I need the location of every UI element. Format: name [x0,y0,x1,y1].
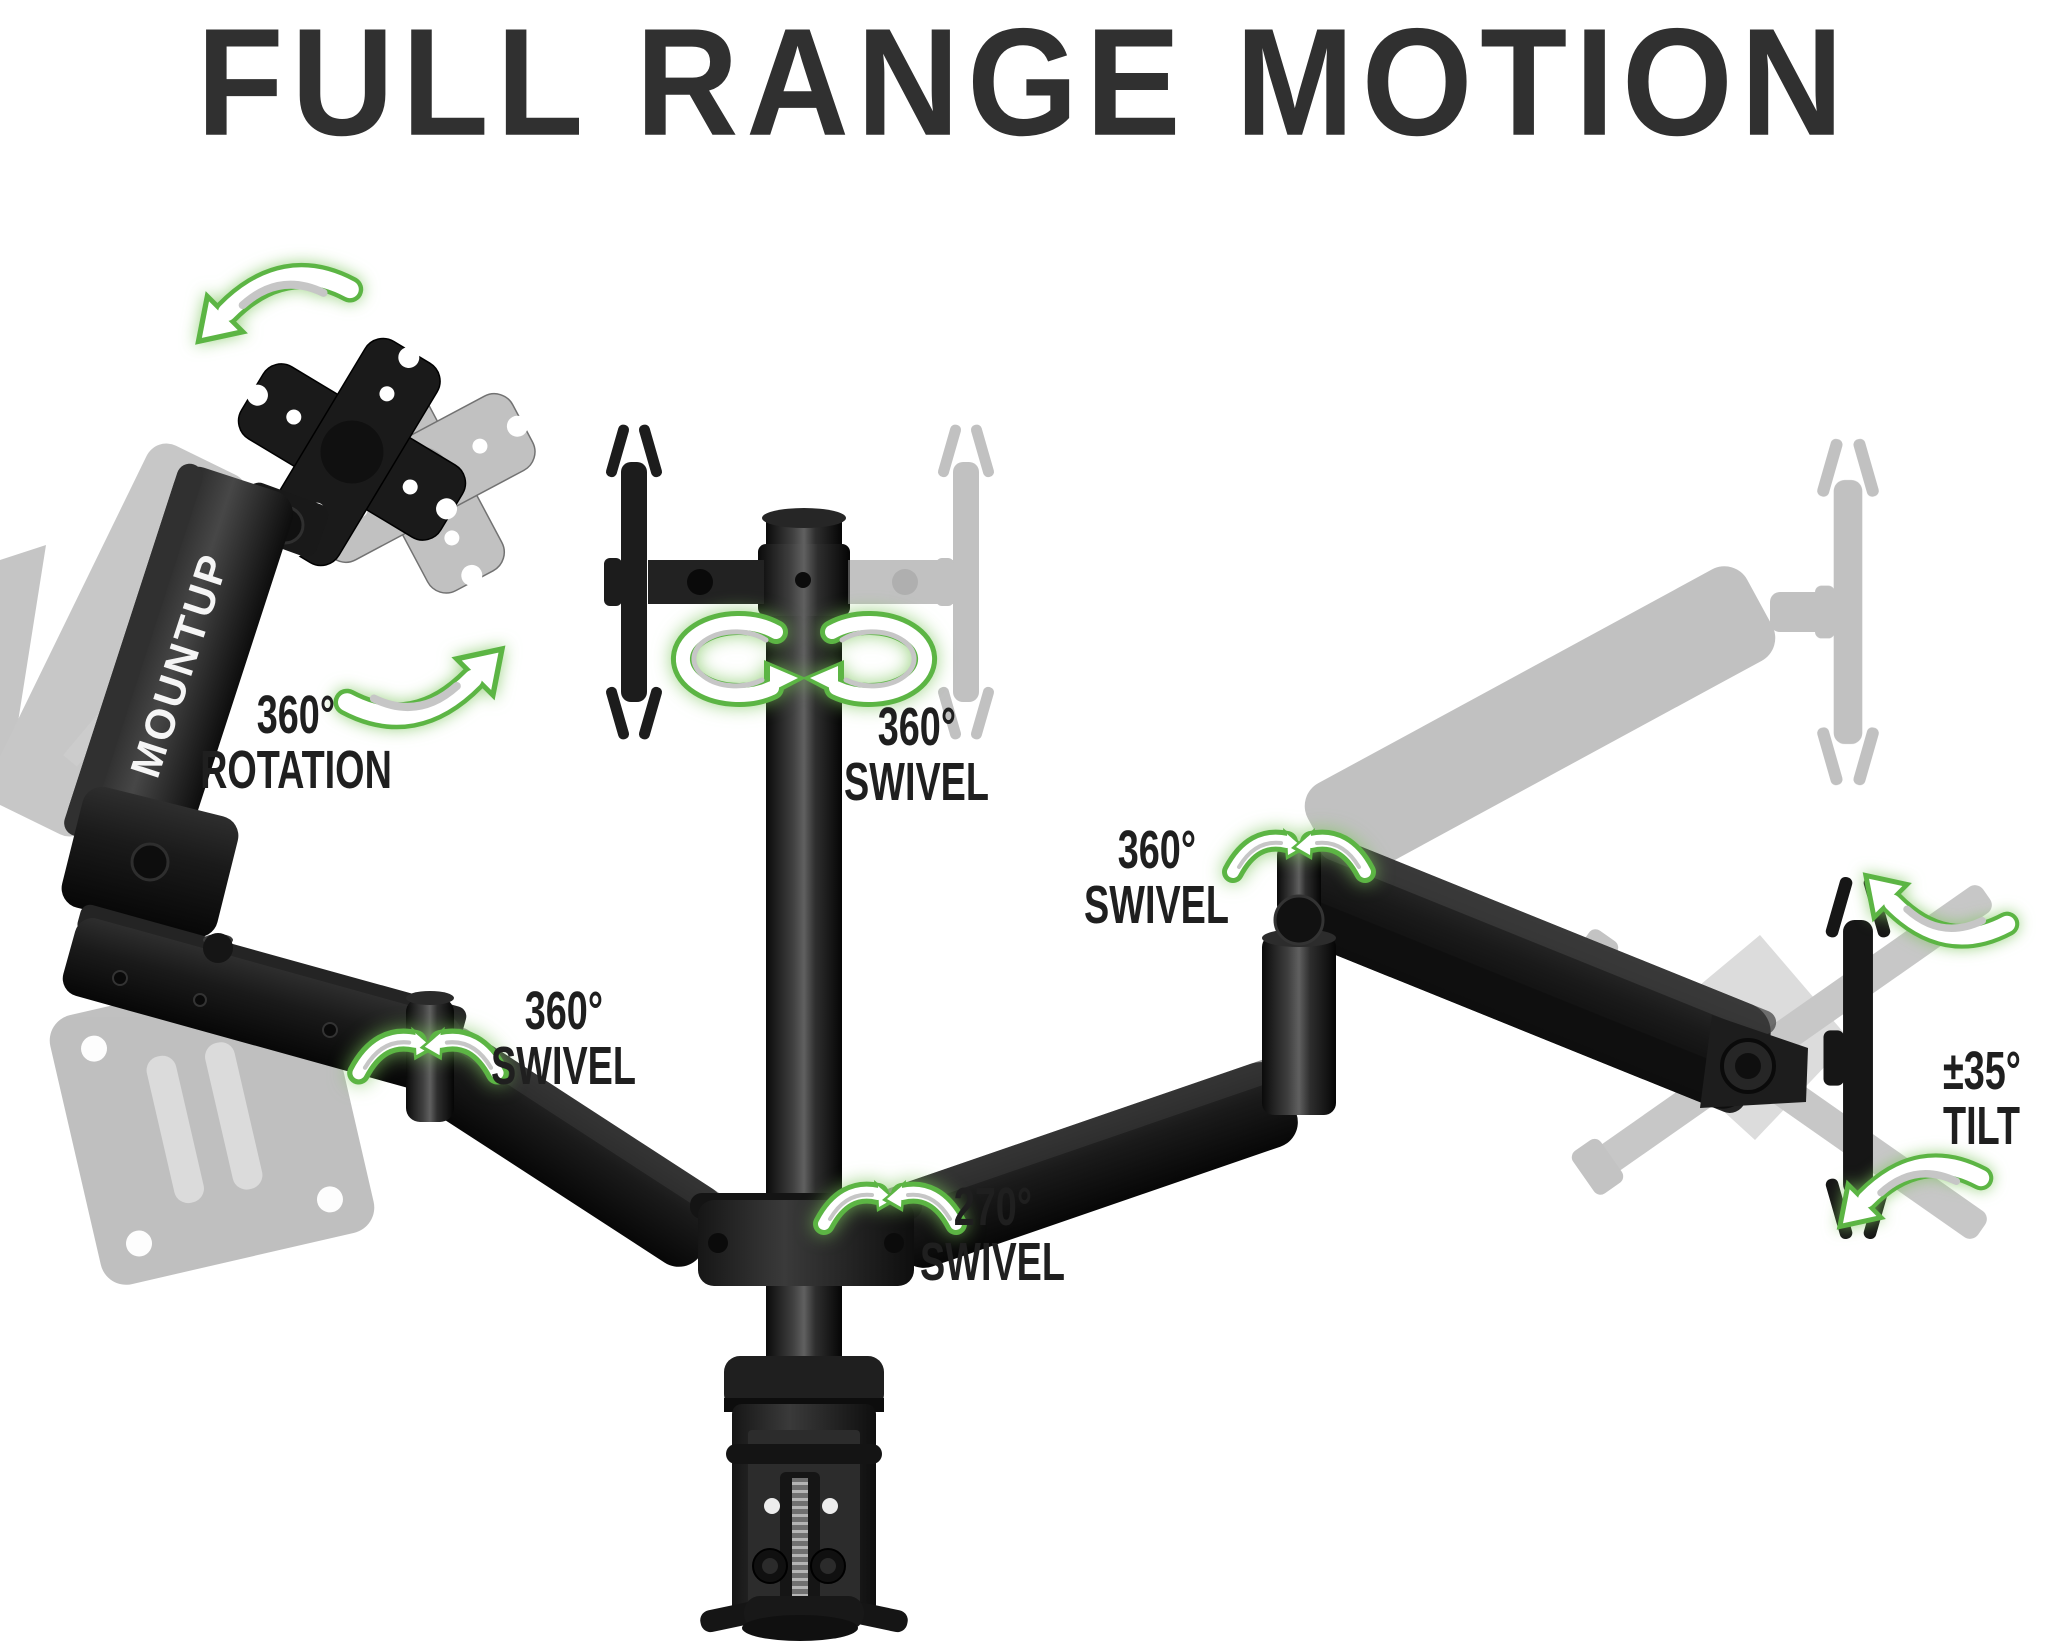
annotation-swivel-arm-right-label: SWIVEL [1084,875,1230,936]
tilt-joint [1700,875,1892,1241]
annotation-rotation-label: ROTATION [200,740,392,801]
left-elbow-joint [61,786,239,938]
annotation-swivel-top: 360° SWIVEL [717,697,1117,813]
annotation-rotation-value: 360° [256,685,336,745]
annotation-swivel-arm-left-label: SWIVEL [491,1036,637,1097]
annotation-tilt: ±35° TILT [1943,1041,2048,1157]
annotation-tilt-value: ±35° [1943,1041,2021,1101]
annotation-swivel-top-value: 360° [877,697,957,757]
clamp-knob [700,1596,908,1641]
page-title: FULL RANGE MOTION [0,0,2048,167]
monitor-bracket-left [604,423,764,741]
annotation-swivel-arm-right-value: 360° [1117,820,1197,880]
left-swivel-joint [406,991,454,1122]
left-arm-assembly: MOUNTUP [0,276,561,1285]
desk-clamp [700,1356,908,1641]
annotation-swivel-arm-left-value: 360° [524,981,604,1041]
right-arm-assembly [1262,437,1992,1241]
annotation-swivel-arm-right: 360° SWIVEL [957,820,1357,936]
top-hub [604,423,996,741]
annotation-swivel-base: 270° SWIVEL [793,1177,1193,1293]
annotation-swivel-arm-left: 360° SWIVEL [364,981,764,1097]
right-elbow-link [1262,845,1336,1115]
right-gas-spring-arm [1289,835,1777,1113]
annotation-swivel-base-label: SWIVEL [920,1232,1066,1293]
annotation-tilt-label: TILT [1943,1096,2020,1157]
lower-arm-left [419,1027,730,1267]
left-gas-spring-arm: MOUNTUP [64,463,293,864]
annotation-swivel-top-label: SWIVEL [844,752,990,813]
lower-arms [419,1027,1298,1286]
ghost-monitor-bracket-right [848,423,996,741]
annotation-swivel-base-value: 270° [953,1177,1033,1237]
annotation-rotation: 360° ROTATION [96,685,496,801]
rotate-arrow-icon [195,276,350,345]
right-ghost-arm [1304,437,1881,878]
lower-arm-right [882,1058,1298,1268]
page-title-text: FULL RANGE MOTION [196,0,1852,168]
